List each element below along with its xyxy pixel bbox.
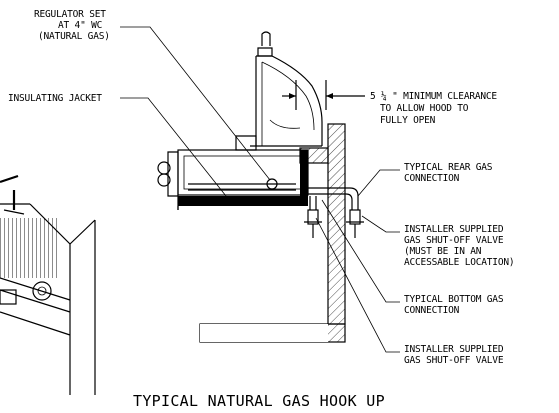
insulating-jacket-label: INSULATING JACKET	[8, 93, 102, 104]
rear-gas-label-line2: CONNECTION	[404, 173, 460, 184]
clearance-label-line3: FULLY OPEN	[380, 115, 436, 126]
clearance-label-line2: TO ALLOW HOOD TO	[380, 103, 469, 114]
grill-hood	[235, 31, 365, 151]
shutoff-bottom-label-line1: INSTALLER SUPPLIED	[404, 344, 504, 355]
grill-grate	[0, 218, 58, 278]
shutoff-top-label-line2: GAS SHUT-OFF VALVE	[404, 235, 504, 246]
bottom-gas-label-line2: CONNECTION	[404, 305, 460, 316]
shutoff-top-label-line4: ACCESSABLE LOCATION)	[404, 257, 514, 268]
grill-firebox	[157, 149, 309, 210]
grill-perspective-view	[0, 174, 96, 395]
regulator-icon	[266, 178, 278, 190]
counter-wall	[177, 123, 346, 343]
leader-lines	[120, 26, 400, 353]
clearance-label-line1: 5 ¼ " MINIMUM CLEARANCE	[370, 91, 497, 102]
control-knob-icon	[32, 281, 52, 301]
bottom-gas-label-line1: TYPICAL BOTTOM GAS	[404, 294, 504, 305]
regulator-label-line2: AT 4" WC	[58, 20, 102, 31]
shutoff-bottom-label-line2: GAS SHUT-OFF VALVE	[404, 355, 504, 366]
regulator-label-line3: (NATURAL GAS)	[38, 31, 110, 42]
insulating-jacket	[178, 196, 308, 206]
shutoff-top-label-line3: (MUST BE IN AN	[404, 246, 482, 257]
diagram-caption: TYPICAL NATURAL GAS HOOK UP	[133, 392, 385, 410]
rear-gas-label-line1: TYPICAL REAR GAS	[404, 162, 493, 173]
shutoff-top-label-line1: INSTALLER SUPPLIED	[404, 224, 504, 235]
regulator-label-line1: REGULATOR SET	[34, 9, 106, 20]
